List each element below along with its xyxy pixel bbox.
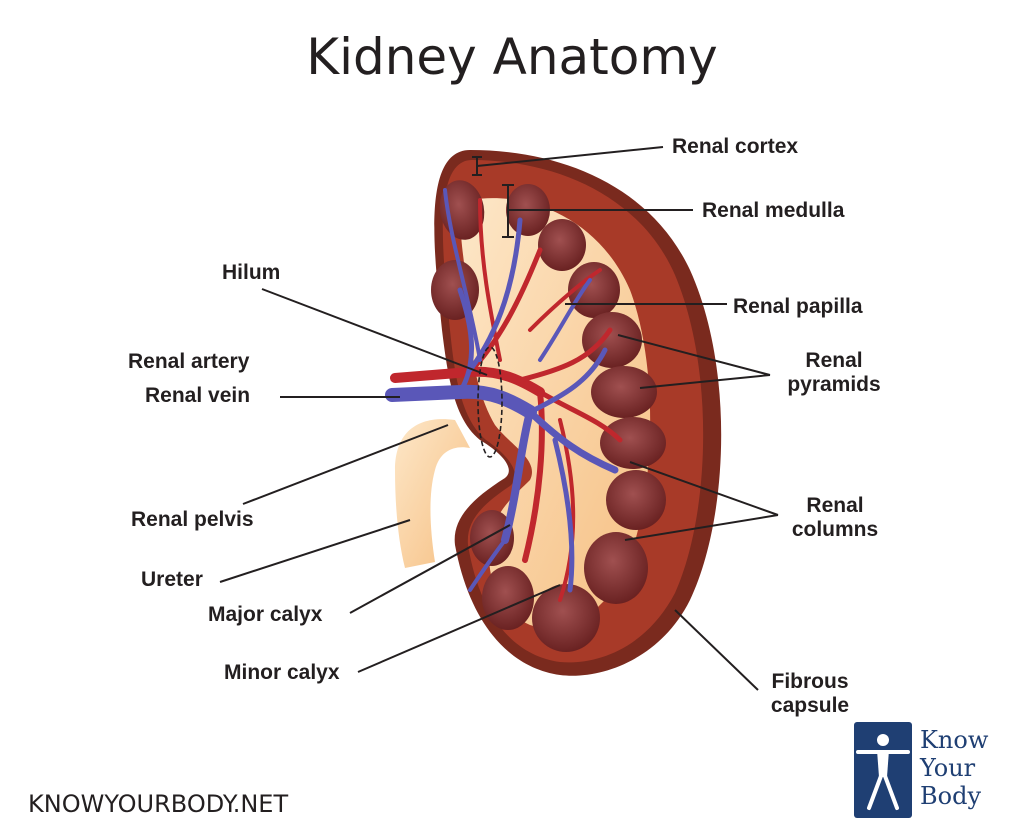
leader-lines bbox=[219, 146, 779, 691]
label-renal-columns-line2: columns bbox=[791, 518, 879, 541]
ureter-shape bbox=[395, 419, 470, 568]
label-major-calyx: Major calyx bbox=[208, 603, 323, 626]
logo-line-3: Body bbox=[920, 782, 982, 810]
renal-pyramids bbox=[431, 180, 666, 652]
logo-text: Know Your Body bbox=[920, 726, 988, 810]
label-renal-pelvis: Renal pelvis bbox=[131, 508, 254, 531]
label-renal-columns: Renal columns bbox=[775, 494, 895, 542]
label-renal-cortex: Renal cortex bbox=[672, 135, 799, 158]
label-hilum: Hilum bbox=[222, 261, 281, 284]
label-renal-pyramids-line1: Renal bbox=[805, 349, 863, 372]
label-fibrous-capsule-line2: capsule bbox=[770, 694, 850, 717]
logo-figure-icon bbox=[854, 722, 912, 818]
hilum-outline bbox=[477, 346, 503, 458]
label-fibrous-capsule: Fibrous capsule bbox=[750, 670, 870, 718]
label-renal-pyramids-line2: pyramids bbox=[787, 373, 881, 396]
label-renal-vein: Renal vein bbox=[145, 384, 251, 407]
label-ureter: Ureter bbox=[141, 568, 203, 591]
label-renal-artery: Renal artery bbox=[128, 350, 250, 373]
logo-line-2: Your bbox=[920, 754, 976, 782]
label-fibrous-capsule-line1: Fibrous bbox=[771, 670, 849, 693]
label-renal-medulla: Renal medulla bbox=[702, 199, 845, 222]
label-renal-pyramids: Renal pyramids bbox=[774, 349, 894, 397]
label-renal-papilla: Renal papilla bbox=[733, 295, 863, 318]
renal-veins bbox=[385, 188, 619, 593]
logo-line-1: Know bbox=[920, 726, 989, 754]
label-minor-calyx: Minor calyx bbox=[224, 661, 340, 684]
label-renal-columns-line1: Renal bbox=[806, 494, 864, 517]
page-title: Kidney Anatomy bbox=[306, 28, 718, 86]
know-your-body-logo: Know Your Body bbox=[854, 722, 1004, 818]
footer-site-name: KNOWYOURBODY.NET bbox=[28, 790, 289, 818]
